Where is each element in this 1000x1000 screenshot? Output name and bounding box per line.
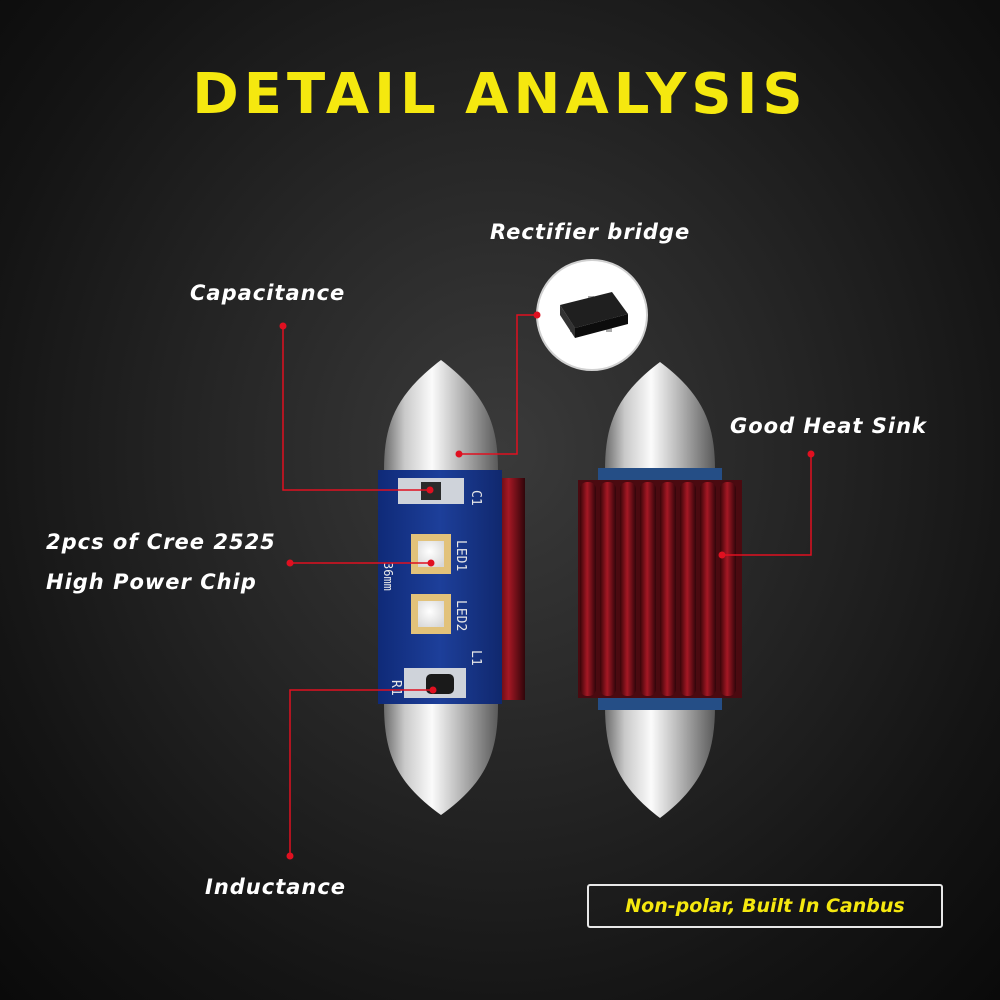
dot-rectifier-start bbox=[455, 450, 463, 458]
dot-heat-sink-end bbox=[807, 450, 815, 458]
callout-inductance-line bbox=[289, 689, 433, 856]
heat-sink-bottom-ring bbox=[598, 696, 722, 710]
pcb-label-size: 36mm bbox=[381, 562, 395, 591]
callout-lines bbox=[282, 314, 812, 856]
pcb-label-r1: R1 bbox=[388, 680, 403, 696]
pcb-label-c1: C1 bbox=[468, 490, 483, 506]
dot-capacitance-start bbox=[426, 486, 434, 494]
led2-chip bbox=[418, 601, 444, 627]
left-top-cap bbox=[384, 360, 498, 470]
label-chip-line1: 2pcs of Cree 2525 bbox=[46, 530, 276, 554]
pcb-board bbox=[378, 470, 502, 704]
canbus-badge-text: Non-polar, Built In Canbus bbox=[625, 895, 905, 917]
pcb-label-led2: LED2 bbox=[453, 600, 468, 631]
canbus-badge: Non-polar, Built In Canbus bbox=[587, 884, 943, 928]
pcb-label-l1: L1 bbox=[468, 650, 483, 666]
label-heat-sink: Good Heat Sink bbox=[730, 414, 928, 438]
callout-heat-sink-line bbox=[722, 454, 812, 556]
page-title: DETAIL ANALYSIS bbox=[192, 62, 808, 127]
label-rectifier-bridge: Rectifier bridge bbox=[490, 220, 691, 244]
rectifier-bridge-illustration bbox=[536, 259, 648, 371]
label-inductance: Inductance bbox=[205, 875, 347, 899]
right-bottom-cap bbox=[605, 706, 715, 818]
label-chip-line2: High Power Chip bbox=[46, 570, 257, 594]
dot-heat-sink-start bbox=[718, 551, 726, 559]
heat-sink-fins bbox=[580, 482, 736, 696]
dot-inductance-start bbox=[429, 686, 437, 694]
dot-capacitance-end bbox=[279, 322, 287, 330]
callout-dots bbox=[279, 311, 815, 860]
dot-inductance-end bbox=[286, 852, 294, 860]
left-bottom-cap bbox=[384, 704, 498, 815]
pcb-label-led1: LED1 bbox=[453, 540, 468, 571]
right-top-cap bbox=[605, 362, 715, 470]
right-bulb bbox=[578, 362, 742, 818]
callout-capacitance-line bbox=[282, 326, 430, 491]
heat-sink-top-ring bbox=[598, 468, 722, 482]
dot-chip-end bbox=[286, 559, 294, 567]
left-bulb: C1 LED1 LED2 36mm L1 R1 bbox=[378, 360, 525, 815]
callout-rectifier-line bbox=[459, 314, 537, 455]
label-capacitance: Capacitance bbox=[190, 281, 346, 305]
dot-chip-start bbox=[427, 559, 435, 567]
dot-rectifier-end bbox=[533, 311, 541, 319]
